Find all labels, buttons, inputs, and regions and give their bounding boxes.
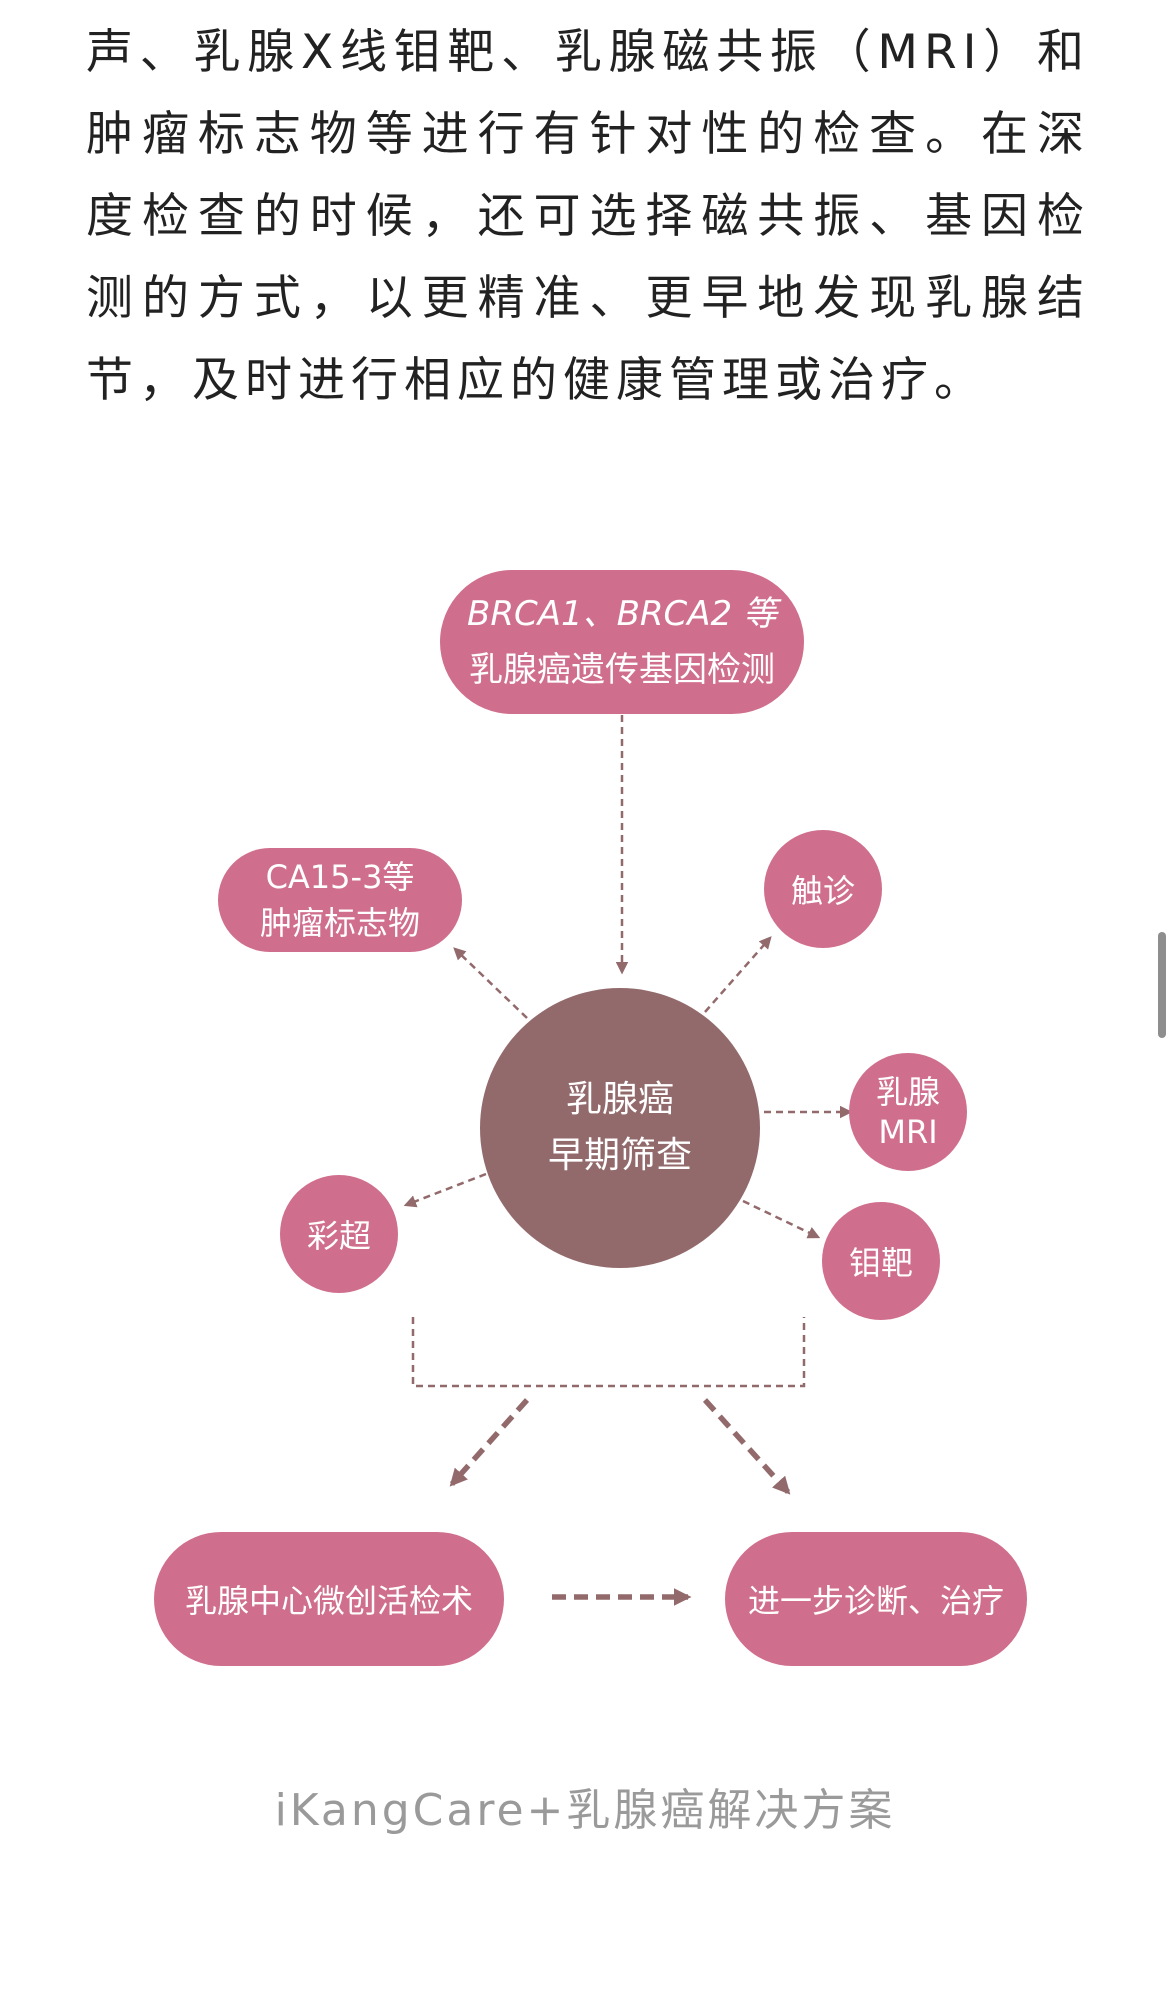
bracket-connector <box>411 1317 806 1388</box>
ultrasound-node: 彩超 <box>280 1175 398 1293</box>
center-line1: 乳腺癌 <box>565 1079 674 1120</box>
diagram-arrows <box>403 715 853 1606</box>
mri-line1: 乳腺 <box>875 1073 940 1111</box>
biopsy-label: 乳腺中心微创活检术 <box>184 1582 473 1620</box>
arrow-to-biopsy <box>449 1398 530 1487</box>
palpation-node: 触诊 <box>764 830 882 948</box>
center-line2: 早期筛查 <box>547 1135 692 1176</box>
mri-node: 乳腺 MRI <box>849 1053 967 1171</box>
ultrasound-label: 彩超 <box>306 1217 371 1255</box>
tumor-marker-line2: 肿瘤标志物 <box>259 904 420 942</box>
gene-test-line2: 乳腺癌遗传基因检测 <box>469 650 775 690</box>
mammography-node: 钼靶 <box>822 1202 940 1320</box>
arrow-to-mammography <box>742 1199 821 1239</box>
scrollbar-thumb[interactable] <box>1158 932 1166 1038</box>
arrow-to-tumor-marker <box>453 947 528 1019</box>
gene-test-node: BRCA1、BRCA2 等 乳腺癌遗传基因检测 <box>440 570 804 714</box>
palpation-label: 触诊 <box>790 872 855 910</box>
arrow-to-palpation <box>704 936 772 1013</box>
mammography-label: 钼靶 <box>848 1244 913 1282</box>
treatment-label: 进一步诊断、治疗 <box>747 1582 1004 1620</box>
gene-test-line1: BRCA1、BRCA2 等 <box>467 594 777 634</box>
arrow-to-treatment-branch <box>702 1398 791 1495</box>
tumor-marker-node: CA15-3等 肿瘤标志物 <box>218 848 462 952</box>
screening-diagram: BRCA1、BRCA2 等 乳腺癌遗传基因检测 CA15-3等 肿瘤标志物 触诊… <box>0 540 1170 1690</box>
center-node: 乳腺癌 早期筛查 <box>480 988 760 1268</box>
treatment-node: 进一步诊断、治疗 <box>725 1532 1027 1666</box>
figure-caption: iKangCare+乳腺癌解决方案 <box>274 1785 896 1836</box>
article-paragraph: 声、乳腺X线钼靶、乳腺磁共振（MRI）和肿瘤标志物等进行有针对性的检查。在深度检… <box>86 25 1090 408</box>
mri-line2: MRI <box>878 1113 938 1151</box>
biopsy-node: 乳腺中心微创活检术 <box>154 1532 504 1666</box>
tumor-marker-line1: CA15-3等 <box>265 858 415 896</box>
arrow-to-ultrasound <box>403 1172 487 1208</box>
